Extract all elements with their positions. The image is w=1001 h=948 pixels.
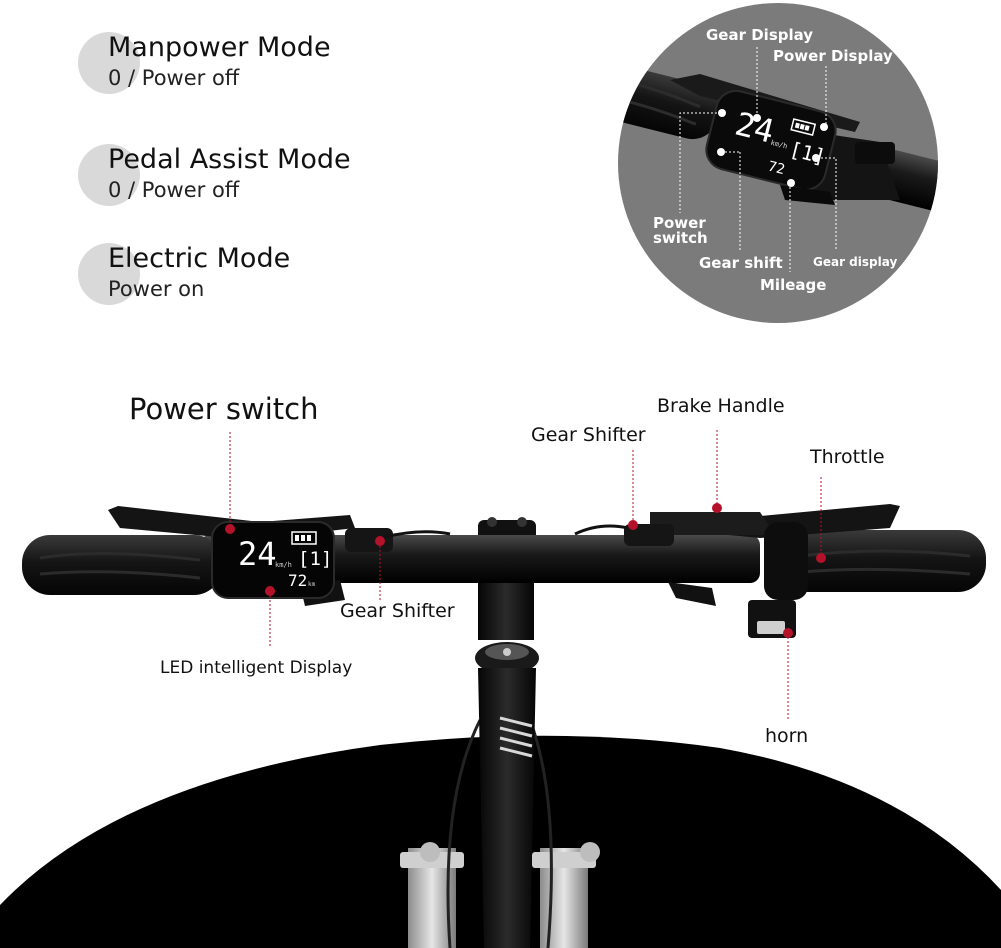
display-speed-value: 24 <box>238 535 277 573</box>
label-power-switch: Power switch <box>129 392 319 426</box>
mode-pedal-assist: Pedal Assist Mode 0 / Power off <box>78 144 378 214</box>
mode-title: Electric Mode <box>108 243 291 274</box>
marker-power-switch <box>225 524 235 534</box>
inset-mileage-value: 72 <box>766 159 786 179</box>
mode-manpower: Manpower Mode 0 / Power off <box>78 32 378 102</box>
marker-gear-shifter-right <box>628 520 638 530</box>
inset-label-gear-shift: Gear shift <box>699 254 783 272</box>
gear-shifter-right <box>624 524 674 546</box>
inset-label-power-display: Power Display <box>773 47 893 65</box>
inset-marker <box>820 123 828 131</box>
marker-brake-handle <box>712 503 722 513</box>
display-mileage-unit: km <box>308 581 316 588</box>
inset-marker <box>718 109 726 117</box>
marker-led-display <box>265 586 275 596</box>
head-tube <box>478 668 536 948</box>
label-led-display: LED intelligent Display <box>160 658 353 678</box>
mode-title: Pedal Assist Mode <box>108 144 351 175</box>
mode-title: Manpower Mode <box>108 32 331 63</box>
display-speed-unit: km/h <box>275 561 292 569</box>
mode-subtitle: 0 / Power off <box>108 178 240 202</box>
inset-label-power-switch: Power switch <box>653 214 708 247</box>
inset-speed-unit: km/h <box>770 139 788 151</box>
inset-label-mileage: Mileage <box>760 276 827 294</box>
label-throttle: Throttle <box>810 446 885 468</box>
display-mileage-value: 72 <box>288 571 307 590</box>
label-gear-shifter-left: Gear Shifter <box>340 600 455 622</box>
marker-horn <box>783 628 793 638</box>
mode-dot <box>78 144 140 206</box>
inset-marker <box>753 114 761 122</box>
label-brake-handle: Brake Handle <box>657 395 785 417</box>
throttle-ring <box>764 522 808 600</box>
display-gear-value: [1] <box>298 548 332 570</box>
inset-marker <box>812 154 820 162</box>
battery-icon <box>291 531 317 545</box>
mode-subtitle: 0 / Power off <box>108 66 240 90</box>
inset-marker <box>787 179 795 187</box>
mode-dot <box>78 243 140 305</box>
label-horn: horn <box>765 725 809 747</box>
marker-gear-shifter-left <box>375 536 385 546</box>
grip-left <box>22 535 222 595</box>
handlebar <box>200 535 760 583</box>
mode-subtitle: Power on <box>108 277 205 301</box>
inset-label-gear-display-top: Gear Display <box>706 26 814 44</box>
mode-dot <box>78 32 140 94</box>
marker-throttle <box>816 553 826 563</box>
inset-label-gear-display-bottom: Gear display <box>813 255 898 269</box>
label-gear-shifter-right: Gear Shifter <box>531 424 646 446</box>
inset-speed-value: 24 <box>731 105 778 151</box>
gear-shifter-left <box>345 528 393 552</box>
inset-marker <box>717 148 725 156</box>
grip-right <box>780 530 986 592</box>
mode-electric: Electric Mode Power on <box>78 243 378 313</box>
